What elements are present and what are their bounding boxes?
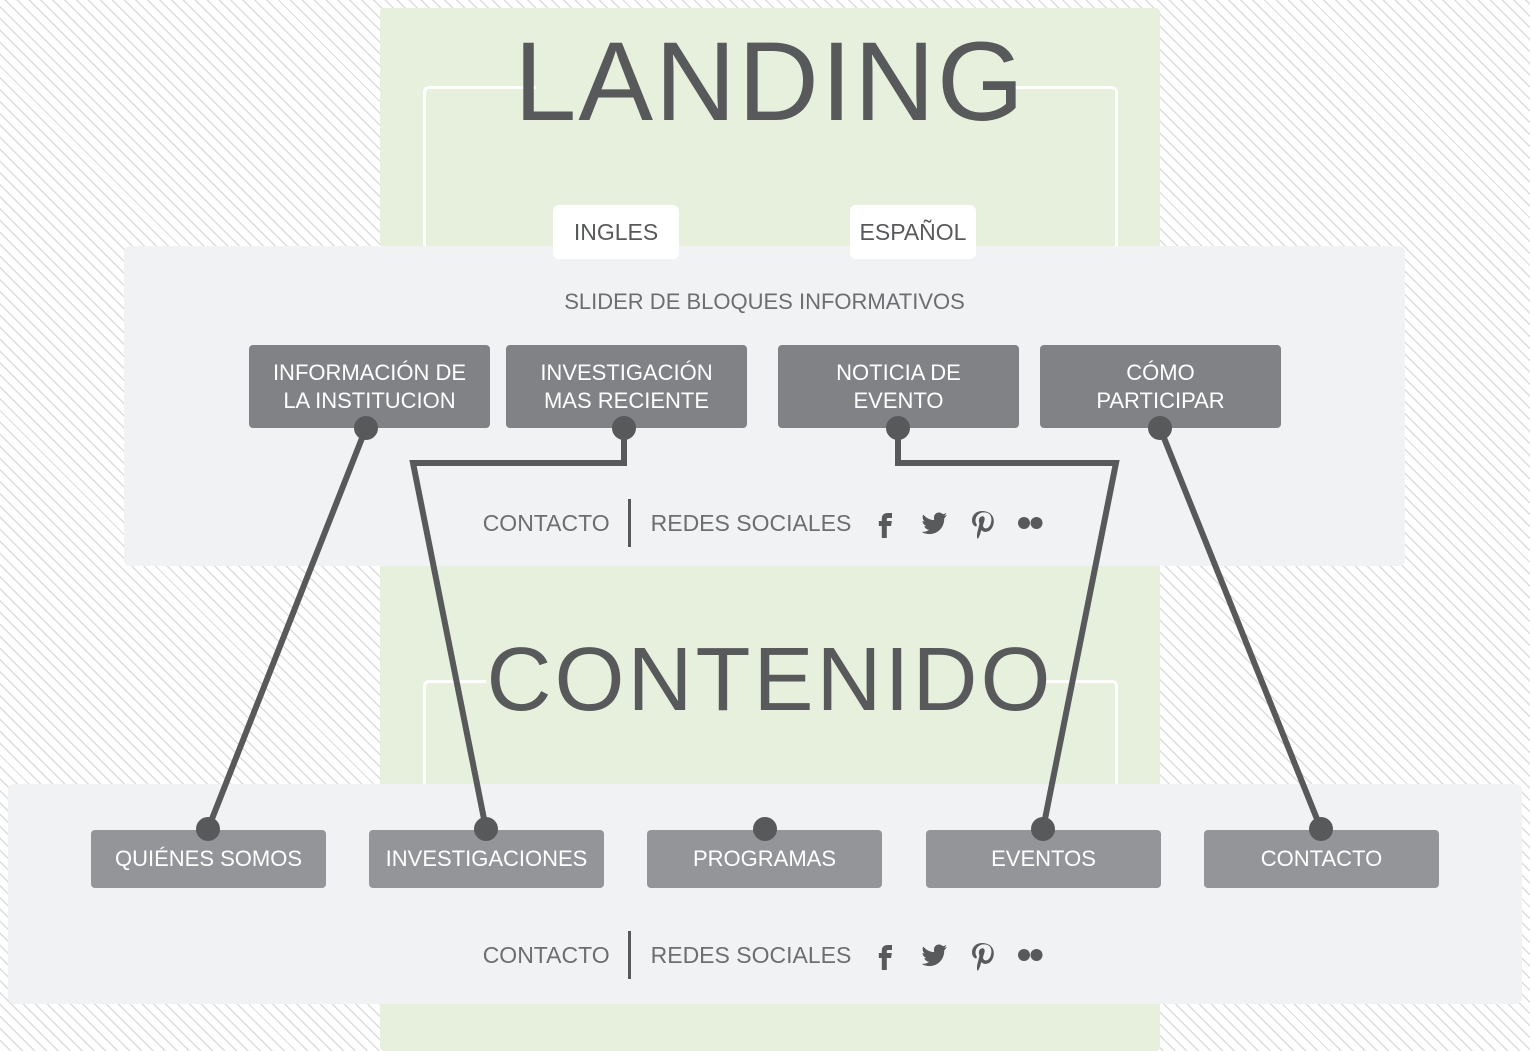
connector-node [1309, 817, 1333, 841]
language-tab-ingles[interactable]: INGLES [553, 205, 679, 259]
connector-node [753, 817, 777, 841]
language-tab-espanol[interactable]: ESPAÑOL [850, 205, 976, 259]
footer-divider [627, 931, 631, 979]
landing-title: LANDING [514, 19, 1026, 144]
connector-node [612, 416, 636, 440]
twitter-icon[interactable] [917, 506, 951, 540]
block-informacion-institucion[interactable]: INFORMACIÓN DE LA INSTITUCION [249, 345, 490, 428]
footer-contact-link[interactable]: CONTACTO [482, 509, 610, 536]
connector-node [1148, 416, 1172, 440]
landing-footer: CONTACTO REDES SOCIALES [0, 498, 1530, 548]
pinterest-icon[interactable] [965, 938, 999, 972]
footer-contact-link[interactable]: CONTACTO [482, 941, 610, 968]
section-quienes-somos[interactable]: QUIÉNES SOMOS [91, 830, 326, 888]
contenido-title: CONTENIDO [486, 630, 1054, 730]
landing-frame-left [423, 86, 536, 259]
contenido-frame-right [1043, 680, 1118, 793]
twitter-icon[interactable] [917, 938, 951, 972]
connector-noticia-eventos [895, 428, 1120, 830]
pinterest-icon[interactable] [965, 506, 999, 540]
connector-node [886, 416, 910, 440]
landing-frame-right [1008, 86, 1118, 259]
footer-divider [627, 499, 631, 547]
footer-social-label: REDES SOCIALES [650, 941, 852, 968]
block-investigacion-reciente[interactable]: INVESTIGACIÓN MAS RECIENTE [506, 345, 747, 428]
connector-node [196, 817, 220, 841]
facebook-icon[interactable] [869, 938, 903, 972]
slider-label: SLIDER DE BLOQUES INFORMATIVOS [564, 289, 965, 314]
flickr-icon[interactable] [1013, 506, 1047, 540]
flickr-icon[interactable] [1013, 938, 1047, 972]
facebook-icon[interactable] [869, 506, 903, 540]
contenido-footer: CONTACTO REDES SOCIALES [0, 930, 1530, 980]
connector-participar-contacto [1157, 426, 1324, 831]
connector-investigacion-investigaciones [409, 428, 627, 830]
connector-institucion-quienes [205, 426, 369, 831]
social-icons [869, 506, 1047, 540]
block-como-participar[interactable]: CÓMO PARTICIPAR [1040, 345, 1281, 428]
footer-social-label: REDES SOCIALES [650, 509, 852, 536]
connector-node [474, 817, 498, 841]
social-icons [869, 938, 1047, 972]
connector-node [354, 416, 378, 440]
connector-node [1031, 817, 1055, 841]
block-noticia-evento[interactable]: NOTICIA DE EVENTO [778, 345, 1019, 428]
